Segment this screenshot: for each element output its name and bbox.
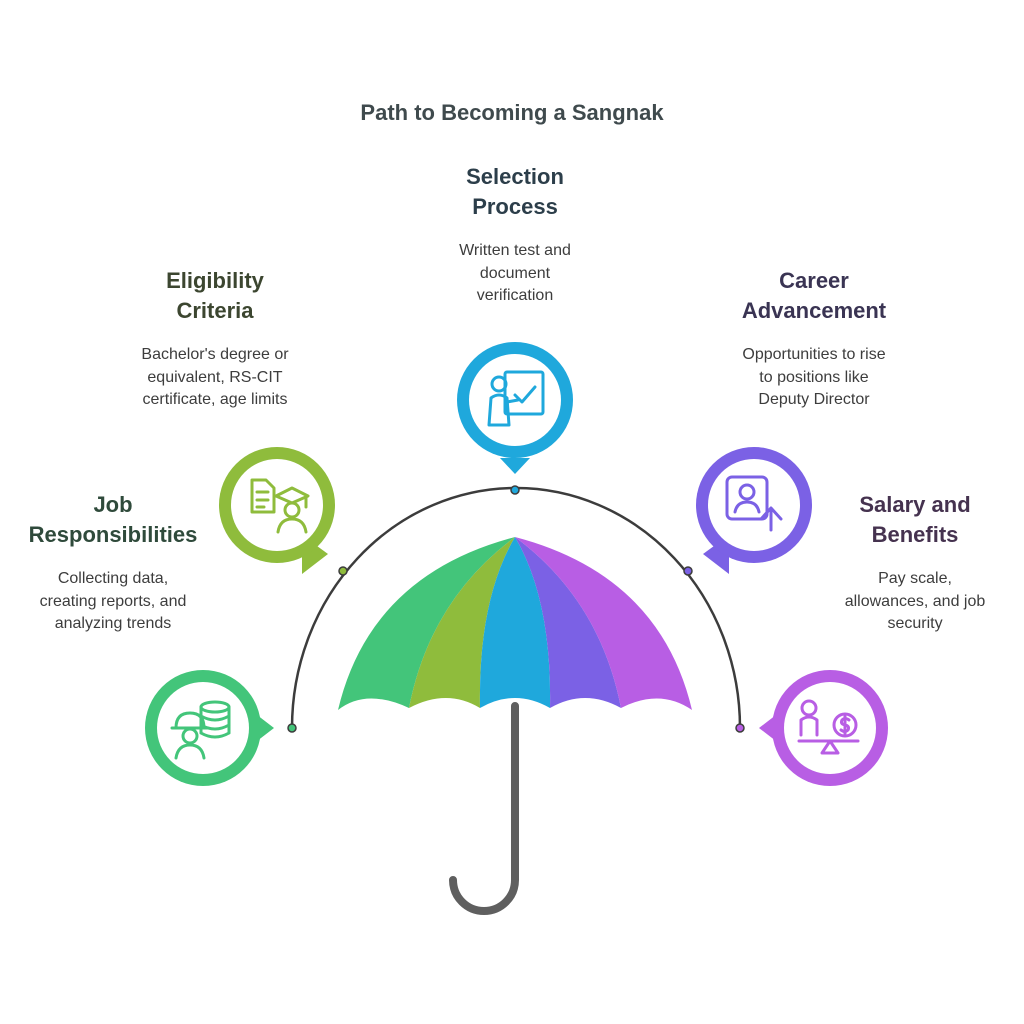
job-responsibilities-description: Collecting data, creating reports, and a… (39, 570, 187, 632)
arc-dot-job (287, 723, 297, 733)
selection-icon-bubble (457, 342, 573, 474)
career-advancement-description: Opportunities to rise to positions like … (742, 346, 886, 408)
canopy-panel-violet (515, 537, 621, 708)
eligibility-criteria-heading: Eligibility Criteria (166, 268, 264, 323)
canopy-panel-green (338, 537, 515, 710)
profile-arrow-up-icon (725, 475, 783, 532)
salary-icon-bubble (759, 670, 888, 786)
eligibility-icon-bubble (219, 447, 335, 574)
selection-process-description: Written test and document verification (459, 242, 571, 304)
person-dollar-scale-icon (797, 699, 860, 755)
job-icon-bubble (145, 670, 274, 786)
arc-dot-career (683, 566, 693, 576)
salary-benefits-heading: Salary and Benefits (859, 492, 971, 547)
salary-benefits-description: Pay scale, allowances, and job security (844, 570, 986, 632)
umbrella-handle (449, 702, 519, 915)
arc-dot-selection (510, 485, 520, 495)
umbrella-canopy (338, 537, 692, 710)
career-advancement-heading: Career Advancement (741, 268, 887, 323)
arc-dot-eligibility (338, 566, 348, 576)
document-graduate-icon (250, 478, 310, 534)
canopy-panel-purple (515, 537, 692, 710)
worker-with-database-icon (170, 700, 231, 760)
job-responsibilities-heading: Job Responsibilities (28, 492, 198, 547)
career-icon-bubble (696, 447, 812, 574)
diagram-title: Path to Becoming a Sangnak (360, 100, 664, 125)
eligibility-criteria-description: Bachelor's degree or equivalent, RS-CIT … (141, 346, 289, 408)
presenter-checkmark-icon (487, 370, 545, 427)
canopy-panel-blue (479, 537, 551, 708)
selection-process-heading: Selection Process (466, 164, 564, 219)
canopy-panel-lime (409, 537, 515, 708)
arc-dot-salary (735, 723, 745, 733)
